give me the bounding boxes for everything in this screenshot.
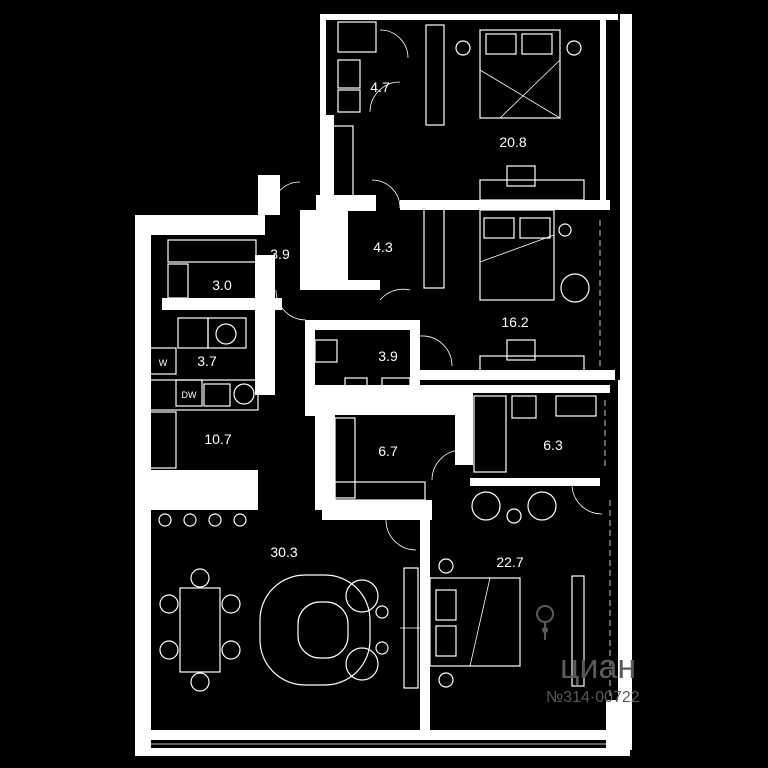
- bed-lower: [429, 558, 521, 688]
- appliance-tags: W DW: [159, 358, 197, 400]
- area-kitchen: 10.7: [204, 431, 231, 447]
- room-labels: 20.8 4.7 3.9 4.3 3.0 16.2 3.7 3.9 10.7 6…: [197, 79, 563, 570]
- area-bedroom-top: 20.8: [499, 134, 526, 150]
- wc-mid-fixtures: [314, 339, 411, 401]
- sofa-set: [259, 574, 389, 686]
- bathroom-top-fixtures: [337, 21, 377, 113]
- armchairs-lower: [471, 491, 557, 524]
- area-corridor: 4.3: [373, 239, 393, 255]
- dishwasher-tag: DW: [182, 390, 197, 400]
- laundry-fixtures: [149, 317, 247, 375]
- desk-top: [479, 165, 585, 201]
- bed-mid: [479, 209, 590, 303]
- kitchen-fixtures: [149, 379, 259, 527]
- area-living: 30.3: [270, 544, 297, 560]
- watermark-brand: циан: [560, 648, 636, 686]
- closets: [167, 24, 445, 501]
- dining-set: [159, 568, 241, 692]
- area-bedroom-mid: 16.2: [501, 314, 528, 330]
- bathroom-lower-fixtures: [473, 395, 597, 473]
- tv-console: [400, 567, 420, 689]
- area-storage: 3.0: [212, 277, 232, 293]
- area-dressing: 6.7: [378, 443, 398, 459]
- area-wc-mid: 3.9: [378, 348, 398, 364]
- area-bathroom-lower: 6.3: [543, 437, 563, 453]
- map-pin-icon: [536, 605, 554, 641]
- tv-lower: [571, 575, 585, 687]
- walls: [135, 14, 632, 756]
- desk-mid: [479, 339, 585, 377]
- area-bathroom-top: 4.7: [370, 79, 390, 95]
- washer-tag: W: [159, 358, 168, 368]
- area-laundry: 3.7: [197, 353, 217, 369]
- watermark-listing-id: №314·00722: [546, 689, 640, 706]
- area-hall-closet: 3.9: [270, 246, 290, 262]
- door-swings: [271, 29, 603, 551]
- bed-top: [455, 29, 582, 119]
- area-bedroom-lower: 22.7: [496, 554, 523, 570]
- watermark: циан №314·00722: [536, 605, 640, 706]
- windows: [140, 18, 629, 745]
